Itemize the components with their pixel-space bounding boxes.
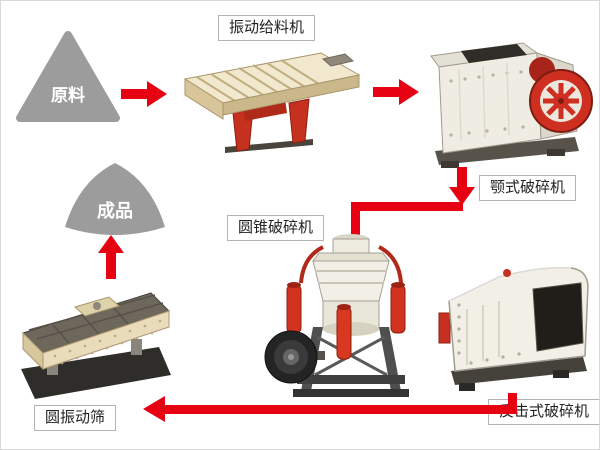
connector-jaw-to-cone-horizontal	[351, 202, 463, 211]
arrow-feeder-to-jaw-icon	[373, 79, 419, 105]
arrow-screen-to-product-icon	[98, 235, 124, 279]
arrow-to-screen-icon	[143, 396, 165, 422]
jaw-flywheel	[529, 69, 593, 133]
cone-drive-wheel	[264, 330, 318, 384]
finished-product-text: 成品	[97, 200, 133, 221]
feeder-leg	[288, 98, 310, 144]
label-vibrating-screen: 圆振动筛	[34, 405, 117, 431]
label-jaw-crusher: 颚式破碎机	[479, 175, 577, 201]
jaw-crusher-illustration	[430, 42, 593, 168]
impact-opening	[532, 282, 584, 352]
cone-crusher-illustration	[264, 234, 409, 397]
connector-jaw-to-cone-vertical	[351, 202, 360, 236]
label-vibrating-feeder: 振动给料机	[218, 15, 316, 41]
connector-impact-down	[508, 393, 517, 414]
raw-material-shape: 原料	[16, 31, 120, 122]
connector-to-screen-horizontal	[165, 405, 517, 414]
label-cone-crusher: 圆锥破碎机	[227, 215, 325, 241]
arrow-jaw-down-icon	[449, 167, 475, 205]
finished-product-shape: 成品	[65, 163, 165, 235]
impact-crusher-illustration	[438, 266, 589, 391]
cone-hydraulic-cylinders	[286, 282, 406, 360]
raw-material-text: 原料	[51, 85, 85, 105]
arrow-raw-to-feeder-icon	[121, 81, 167, 107]
feeder-motor	[321, 53, 355, 67]
jaw-feed-opening	[461, 44, 527, 63]
vibrating-feeder-illustration	[183, 52, 361, 153]
vibrating-screen-illustration	[21, 292, 171, 399]
